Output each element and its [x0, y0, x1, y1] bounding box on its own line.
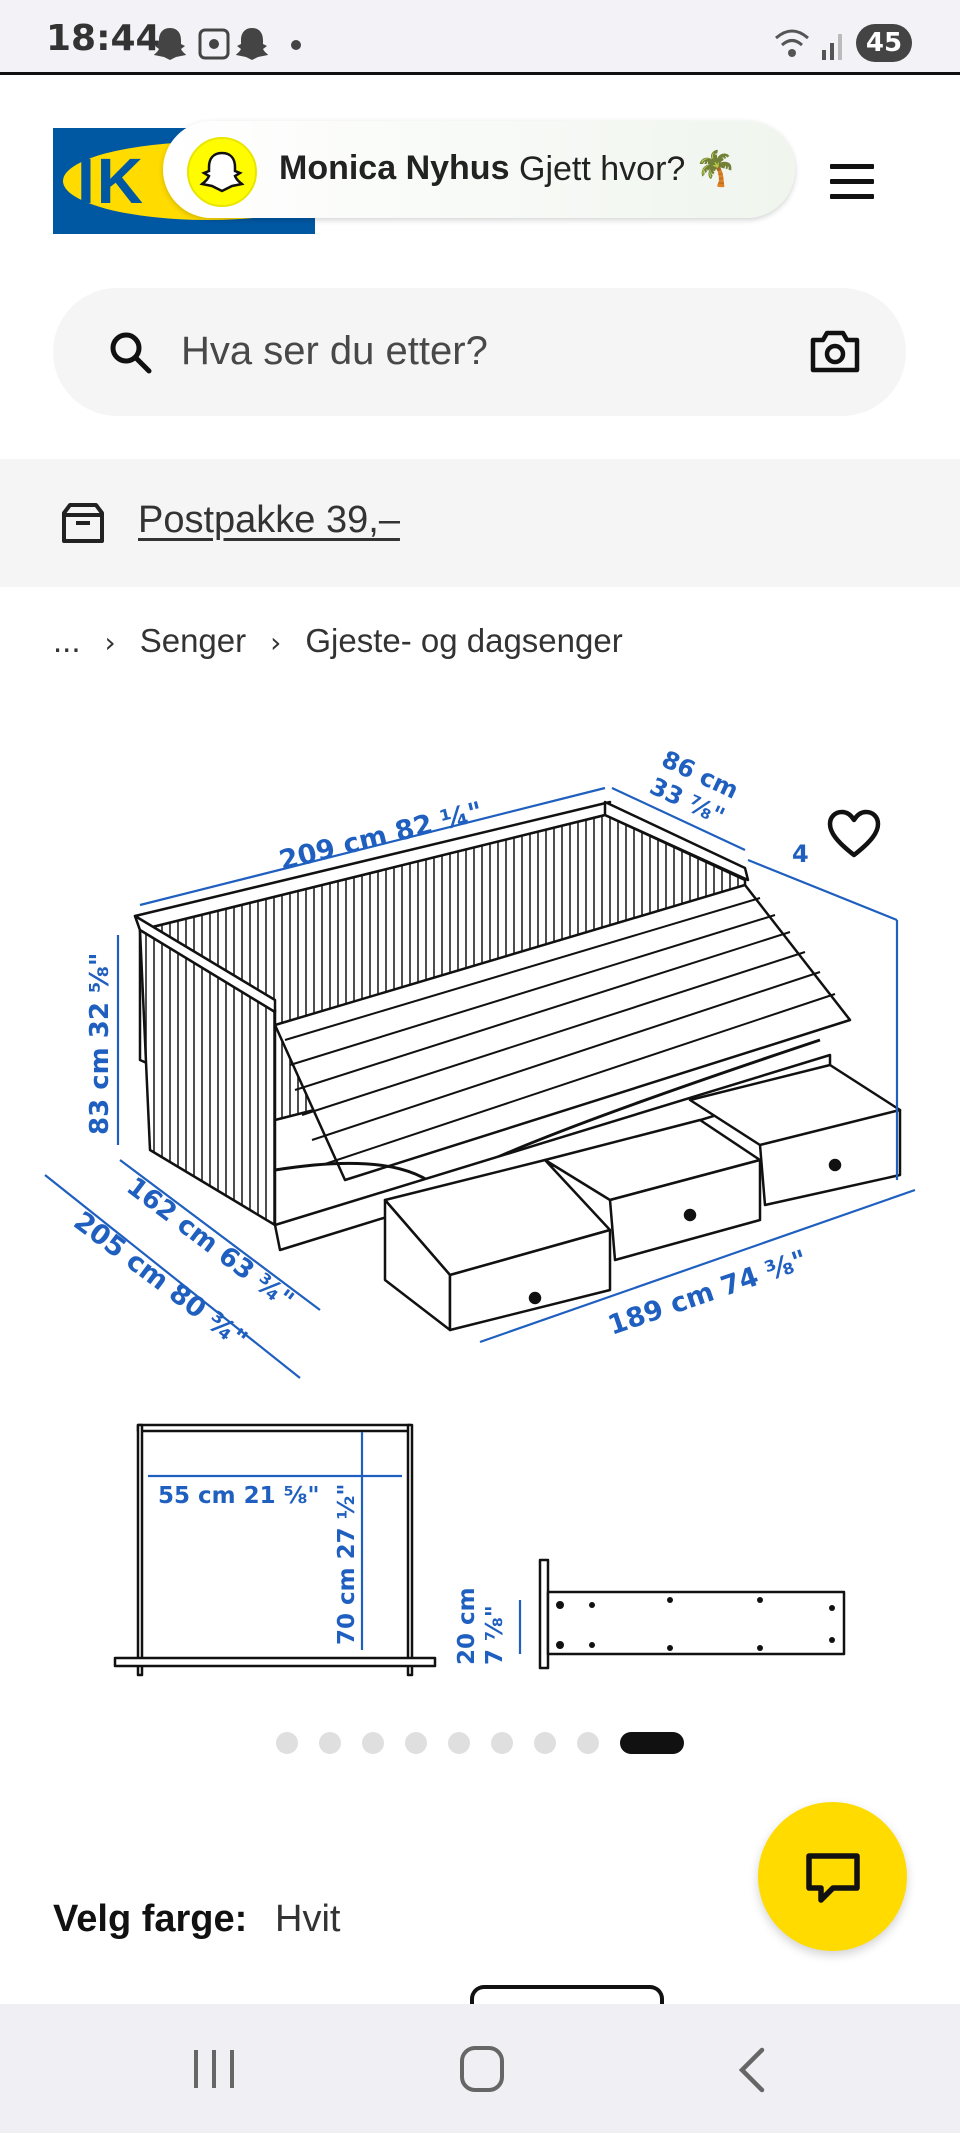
chat-button[interactable]	[758, 1802, 907, 1951]
dim-drawer-a: 20 cm	[454, 1587, 480, 1665]
breadcrumb-item-senger[interactable]: Senger	[139, 622, 247, 659]
search-icon[interactable]	[106, 328, 154, 376]
gallery-dot[interactable]	[319, 1732, 341, 1754]
breadcrumb: ... › Senger › Gjeste- og dagsenger	[53, 622, 623, 660]
gallery-dot[interactable]	[405, 1732, 427, 1754]
dim-height: 83 cm 32 ⅝"	[85, 953, 115, 1135]
gallery-dot[interactable]	[577, 1732, 599, 1754]
home-icon[interactable]	[458, 2044, 506, 2094]
snapchat-notification-icon	[154, 28, 186, 60]
dim-front: 189 cm 74 ⅜"	[604, 1244, 811, 1341]
gallery-dot[interactable]	[491, 1732, 513, 1754]
dim-inner-width: 55 cm 21 ⅝"	[158, 1483, 319, 1509]
search-bar	[53, 288, 906, 416]
camera-icon[interactable]	[809, 326, 861, 378]
gallery-dot[interactable]	[276, 1732, 298, 1754]
status-time: 18:44	[46, 18, 161, 59]
toast-sender-name: Monica Nyhus	[279, 149, 510, 187]
dim-width-full: 205 cm 80 ¾"	[68, 1206, 253, 1356]
dim-inner-height: 70 cm 27 ½"	[334, 1484, 360, 1645]
notification-icons	[154, 28, 301, 60]
back-icon[interactable]	[732, 2046, 772, 2094]
gallery-pagination[interactable]	[0, 1728, 960, 1758]
snapchat-notification-toast[interactable]: Monica Nyhus Gjett hvor? 🌴	[163, 121, 795, 218]
gallery-dot-active[interactable]	[620, 1732, 684, 1754]
gallery-dot[interactable]	[534, 1732, 556, 1754]
recent-apps-icon[interactable]	[190, 2046, 240, 2092]
shipping-link[interactable]: Postpakke 39,–	[138, 499, 400, 541]
daybed-drawing	[113, 800, 902, 1677]
chat-bubble-icon	[806, 1853, 860, 1903]
android-nav-bar	[0, 2004, 960, 2133]
toast-message: Gjett hvor? 🌴	[519, 150, 738, 188]
product-dimension-image[interactable]: 209 cm 82 ¼" 86 cm 33 ⅞" 4 83 cm 32 ⅝" 1…	[0, 720, 960, 1680]
snapchat-notification-icon-2	[236, 28, 268, 60]
breadcrumb-separator: ›	[104, 626, 116, 659]
gallery-dot[interactable]	[362, 1732, 384, 1754]
color-value: Hvit	[275, 1898, 341, 1940]
color-label: Velg farge:	[53, 1898, 248, 1940]
wifi-signal-icons	[775, 29, 842, 60]
breadcrumb-item-gjestesenger[interactable]: Gjeste- og dagsenger	[305, 622, 623, 659]
shipping-banner: Postpakke 39,–	[0, 459, 960, 587]
package-icon	[62, 503, 104, 543]
screenshot-notification-icon	[198, 28, 230, 60]
search-input[interactable]	[181, 318, 761, 384]
status-bar: 18:44 45	[0, 0, 960, 75]
snapchat-ghost-icon	[187, 137, 257, 207]
favorite-heart-icon[interactable]	[826, 808, 882, 860]
more-notifications-dot	[291, 40, 301, 50]
battery-indicator: 45	[856, 24, 912, 62]
breadcrumb-ellipsis[interactable]: ...	[53, 622, 81, 659]
hamburger-menu-icon[interactable]	[830, 164, 874, 200]
dimension-lines	[44, 786, 916, 1654]
gallery-dot[interactable]	[448, 1732, 470, 1754]
logo-text: IK	[77, 145, 145, 217]
breadcrumb-separator: ›	[270, 626, 282, 659]
dim-partial: 4	[792, 840, 809, 868]
dim-drawer-b: 7 ⅞"	[482, 1605, 508, 1665]
